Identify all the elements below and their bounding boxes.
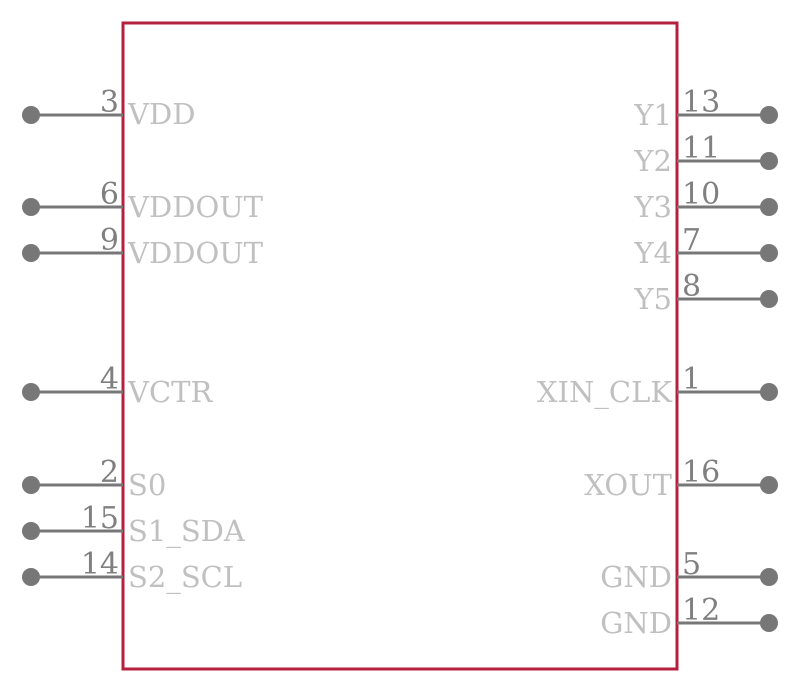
pin-name: S2_SCL [128,560,242,595]
left-pin: 9 VDDOUT [22,223,264,270]
pin-endpoint[interactable] [22,476,40,494]
pin-number: 7 [682,223,701,258]
pin-endpoint[interactable] [22,522,40,540]
pin-endpoint[interactable] [22,198,40,216]
pin-name: XIN_CLK [537,375,673,410]
pin-endpoint[interactable] [760,476,778,494]
left-pin: 6 VDDOUT [22,177,264,224]
pin-endpoint[interactable] [22,568,40,586]
chip-body [121,21,679,671]
left-pin: 3 VDD [22,85,195,131]
pin-number: 16 [682,455,720,490]
left-pin: 14 S2_SCL [22,547,242,595]
pin-name: VDDOUT [127,190,264,224]
right-pin: 7 Y4 [633,223,778,270]
pin-endpoint[interactable] [760,383,778,401]
pin-number: 15 [81,501,119,536]
pin-endpoint[interactable] [760,244,778,262]
right-pin: 1 XIN_CLK [537,362,778,410]
pin-endpoint[interactable] [22,106,40,124]
pin-endpoint[interactable] [760,106,778,124]
right-pin: 5 GND [600,547,778,594]
pin-number: 5 [682,547,701,582]
pin-endpoint[interactable] [760,614,778,632]
right-pin: 8 Y5 [633,269,778,316]
pin-number: 14 [81,547,119,582]
left-pin: 2 S0 [22,455,166,502]
pin-number: 9 [100,223,119,258]
pin-endpoint[interactable] [760,198,778,216]
pin-name: Y5 [633,282,672,316]
pin-number: 1 [682,362,701,397]
pin-name: S1_SDA [128,514,246,549]
pin-number: 13 [682,85,720,120]
pin-endpoint[interactable] [760,568,778,586]
pin-number: 4 [100,362,119,397]
pin-name: VDDOUT [127,236,264,270]
pin-endpoint[interactable] [760,290,778,308]
right-pin: 12 GND [600,593,778,640]
pin-name: VDD [127,97,195,131]
pin-number: 11 [682,131,720,166]
right-pin: 10 Y3 [633,177,778,224]
right-pin: 16 XOUT [584,455,778,502]
pin-name: GND [600,606,672,640]
pin-number: 8 [682,269,701,304]
right-pin: 13 Y1 [633,85,778,132]
pin-name: Y4 [633,236,672,270]
pin-endpoint[interactable] [760,152,778,170]
pin-number: 12 [682,593,720,628]
left-pin: 4 VCTR [22,362,213,409]
right-pin: 11 Y2 [633,131,778,178]
pin-name: S0 [128,468,166,502]
pin-name: Y1 [633,98,672,132]
pin-name: Y3 [633,190,672,224]
pin-number: 2 [100,455,119,490]
pin-name: XOUT [584,468,672,502]
left-pin: 15 S1_SDA [22,501,246,549]
pin-endpoint[interactable] [22,244,40,262]
pin-number: 3 [100,85,119,120]
pin-endpoint[interactable] [22,383,40,401]
pin-name: VCTR [127,375,213,409]
pin-name: Y2 [633,144,672,178]
pin-number: 10 [682,177,720,212]
pin-name: GND [600,560,672,594]
pin-number: 6 [100,177,119,212]
